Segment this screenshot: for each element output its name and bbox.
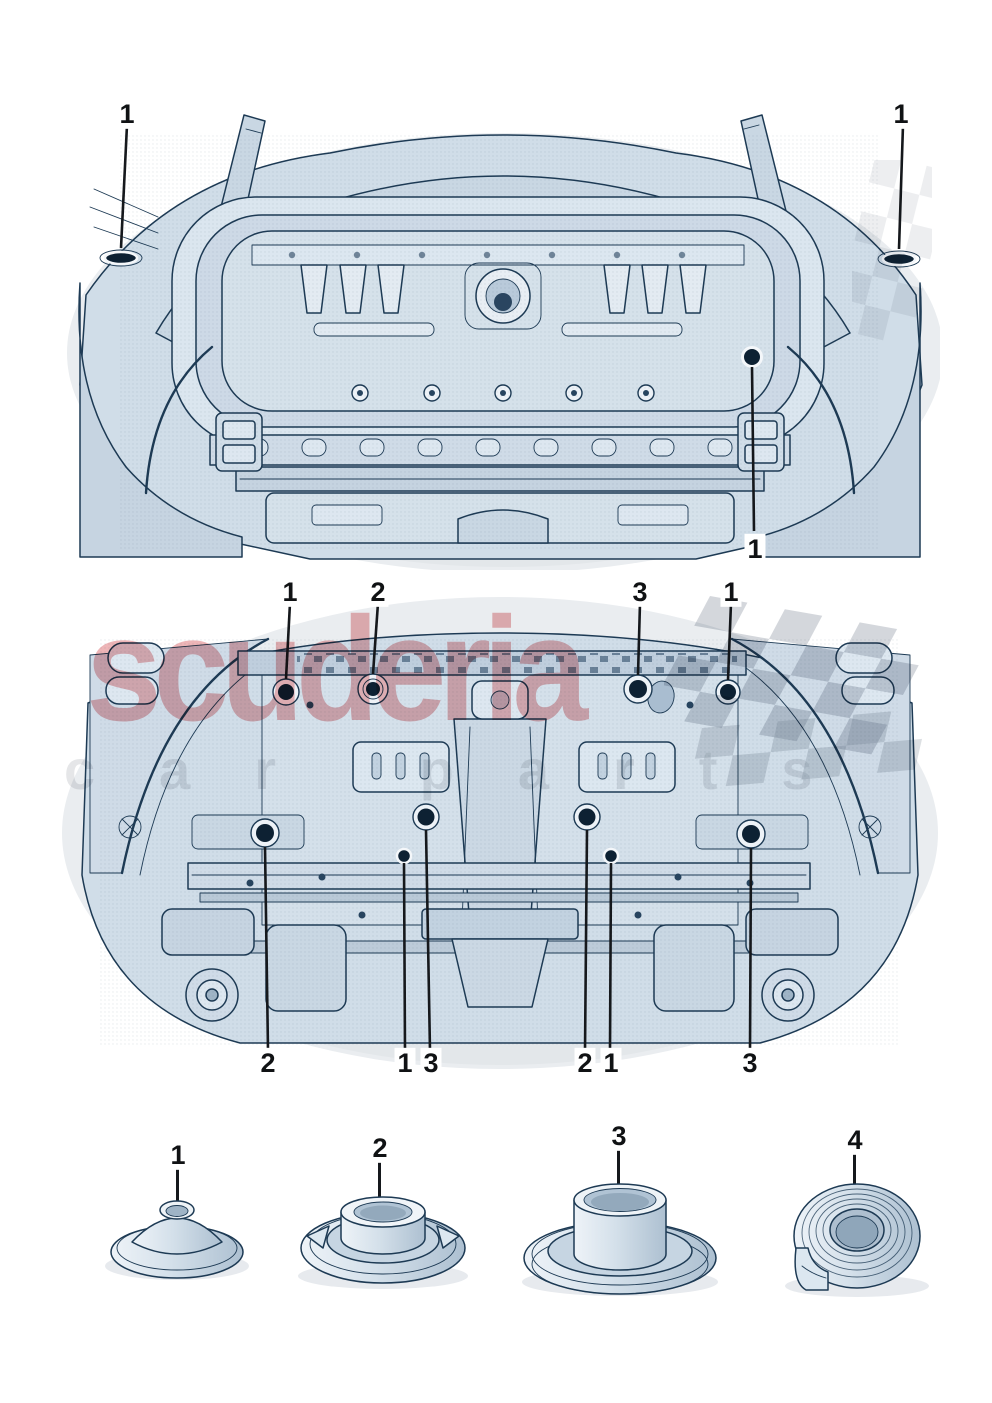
callout-mid-top-2: 2 — [367, 576, 389, 608]
callout-mid-bottom-1: 2 — [257, 1047, 279, 1079]
part-illustration-1 — [105, 1200, 249, 1280]
part-4-leader-line — [853, 1152, 856, 1187]
callout-mid-top-1: 1 — [279, 576, 301, 608]
callout-1-top-lower: 1 — [744, 533, 766, 565]
callout-mid-top-4: 1 — [720, 576, 742, 608]
plug-marker-inner — [741, 346, 763, 368]
callout-mid-bottom-5: 1 — [600, 1047, 622, 1079]
part-4-label: 4 — [844, 1124, 866, 1156]
callout-mid-top-3: 3 — [629, 576, 651, 608]
callout-mid-bottom-2: 1 — [394, 1047, 416, 1079]
callout-1-top-left: 1 — [116, 98, 138, 130]
part-1-label: 1 — [167, 1139, 189, 1171]
part-3-label: 3 — [608, 1120, 630, 1152]
part-2-leader-line — [378, 1160, 381, 1198]
callout-1-top-right: 1 — [890, 98, 912, 130]
plug-marker-right — [877, 250, 921, 268]
plug-markers-top — [272, 673, 741, 706]
part-illustration-2 — [298, 1196, 468, 1289]
part-1-leader-line — [176, 1167, 179, 1205]
part-illustration-4 — [785, 1183, 929, 1297]
part-3-leader-line — [617, 1148, 620, 1185]
plug-markers-bottom — [250, 803, 766, 865]
rear-body-diagram — [67, 114, 940, 570]
callout-mid-bottom-3: 3 — [420, 1047, 442, 1079]
callout-mid-bottom-6: 3 — [739, 1047, 761, 1079]
plug-marker-left — [99, 249, 143, 267]
part-illustration-3 — [522, 1183, 718, 1296]
callout-mid-bottom-4: 2 — [574, 1047, 596, 1079]
part-2-label: 2 — [369, 1132, 391, 1164]
underbody-diagram — [62, 597, 938, 1069]
